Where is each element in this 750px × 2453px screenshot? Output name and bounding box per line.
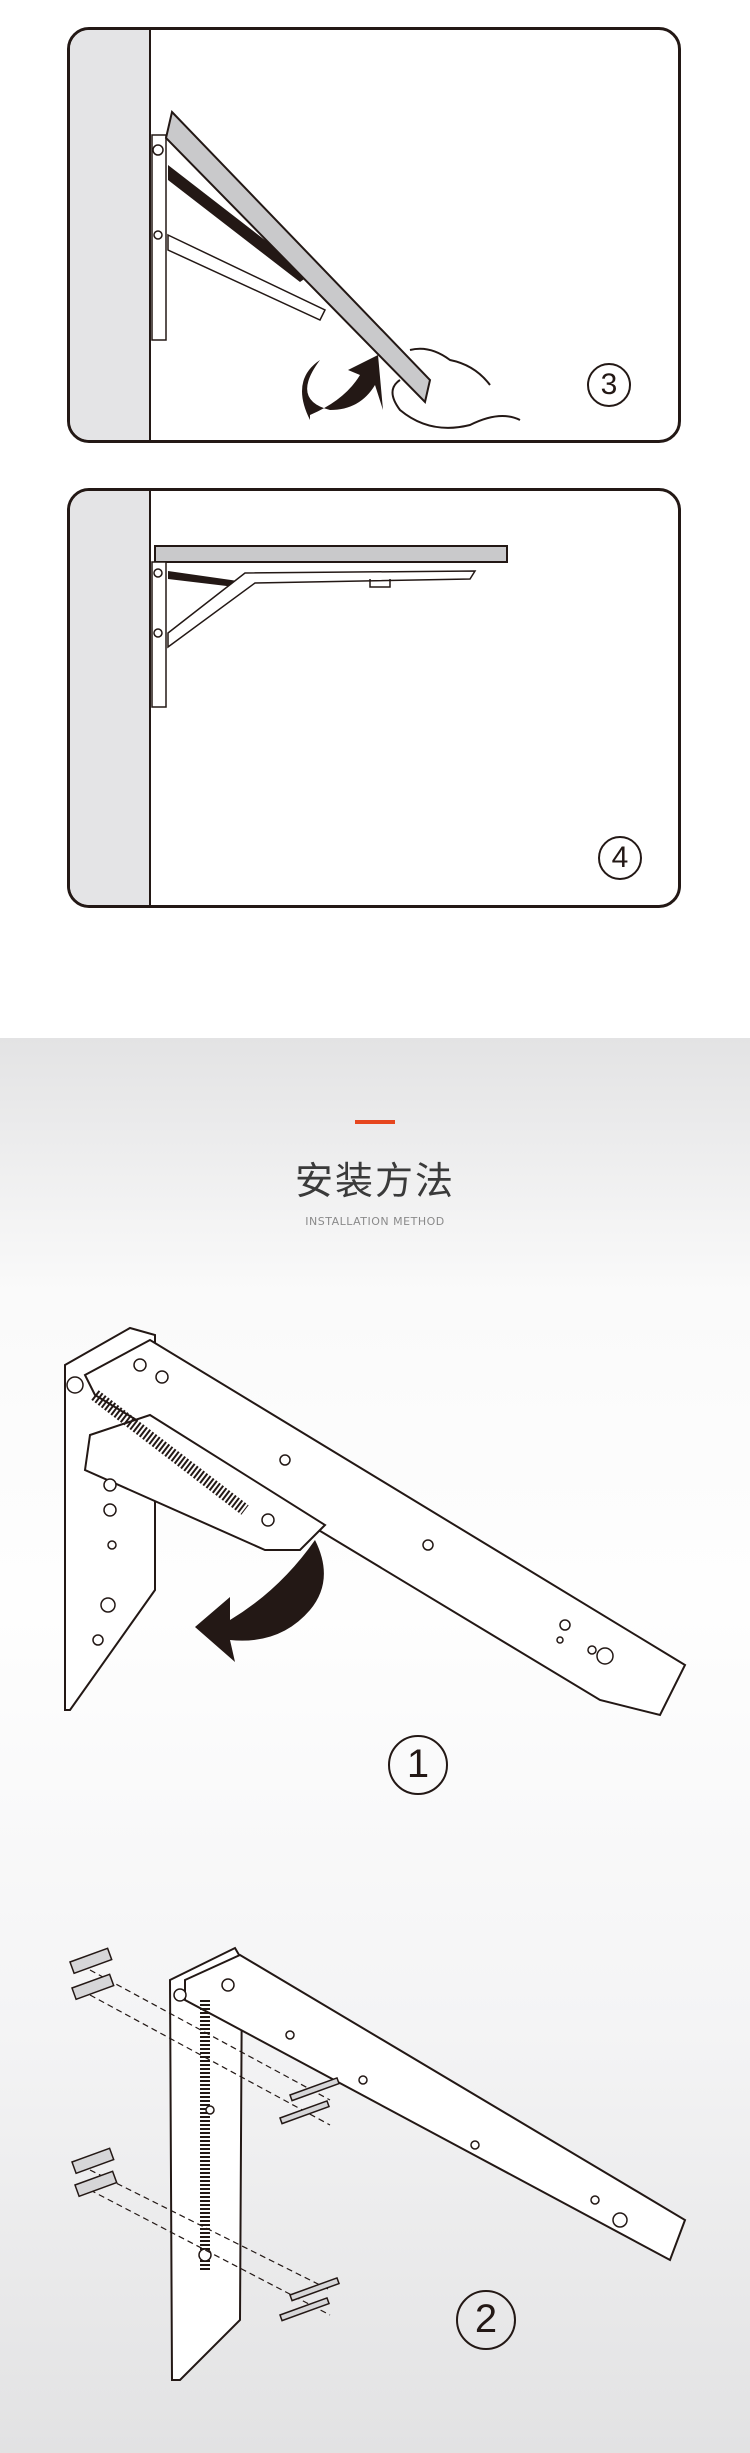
section-title: 安装方法	[294, 1159, 455, 1203]
figure-number-badge: 1	[388, 1735, 448, 1795]
step-3-panel: 3	[67, 27, 681, 443]
figure-1: 1	[0, 1320, 750, 1800]
accent-bar	[355, 1120, 395, 1124]
step-number-badge: 3	[587, 363, 631, 407]
figure-2: 2	[0, 1940, 750, 2400]
step-4-panel: 4	[67, 488, 681, 908]
step-4-illustration	[70, 491, 508, 905]
bracket-mounting-illustration	[69, 1946, 687, 2381]
step-number-badge: 4	[598, 836, 642, 880]
bracket-unfold-illustration	[64, 1326, 687, 1717]
figure-number-badge: 2	[456, 2290, 516, 2350]
section-subtitle: INSTALLATION METHOD	[305, 1215, 445, 1228]
step-3-illustration	[70, 30, 521, 440]
